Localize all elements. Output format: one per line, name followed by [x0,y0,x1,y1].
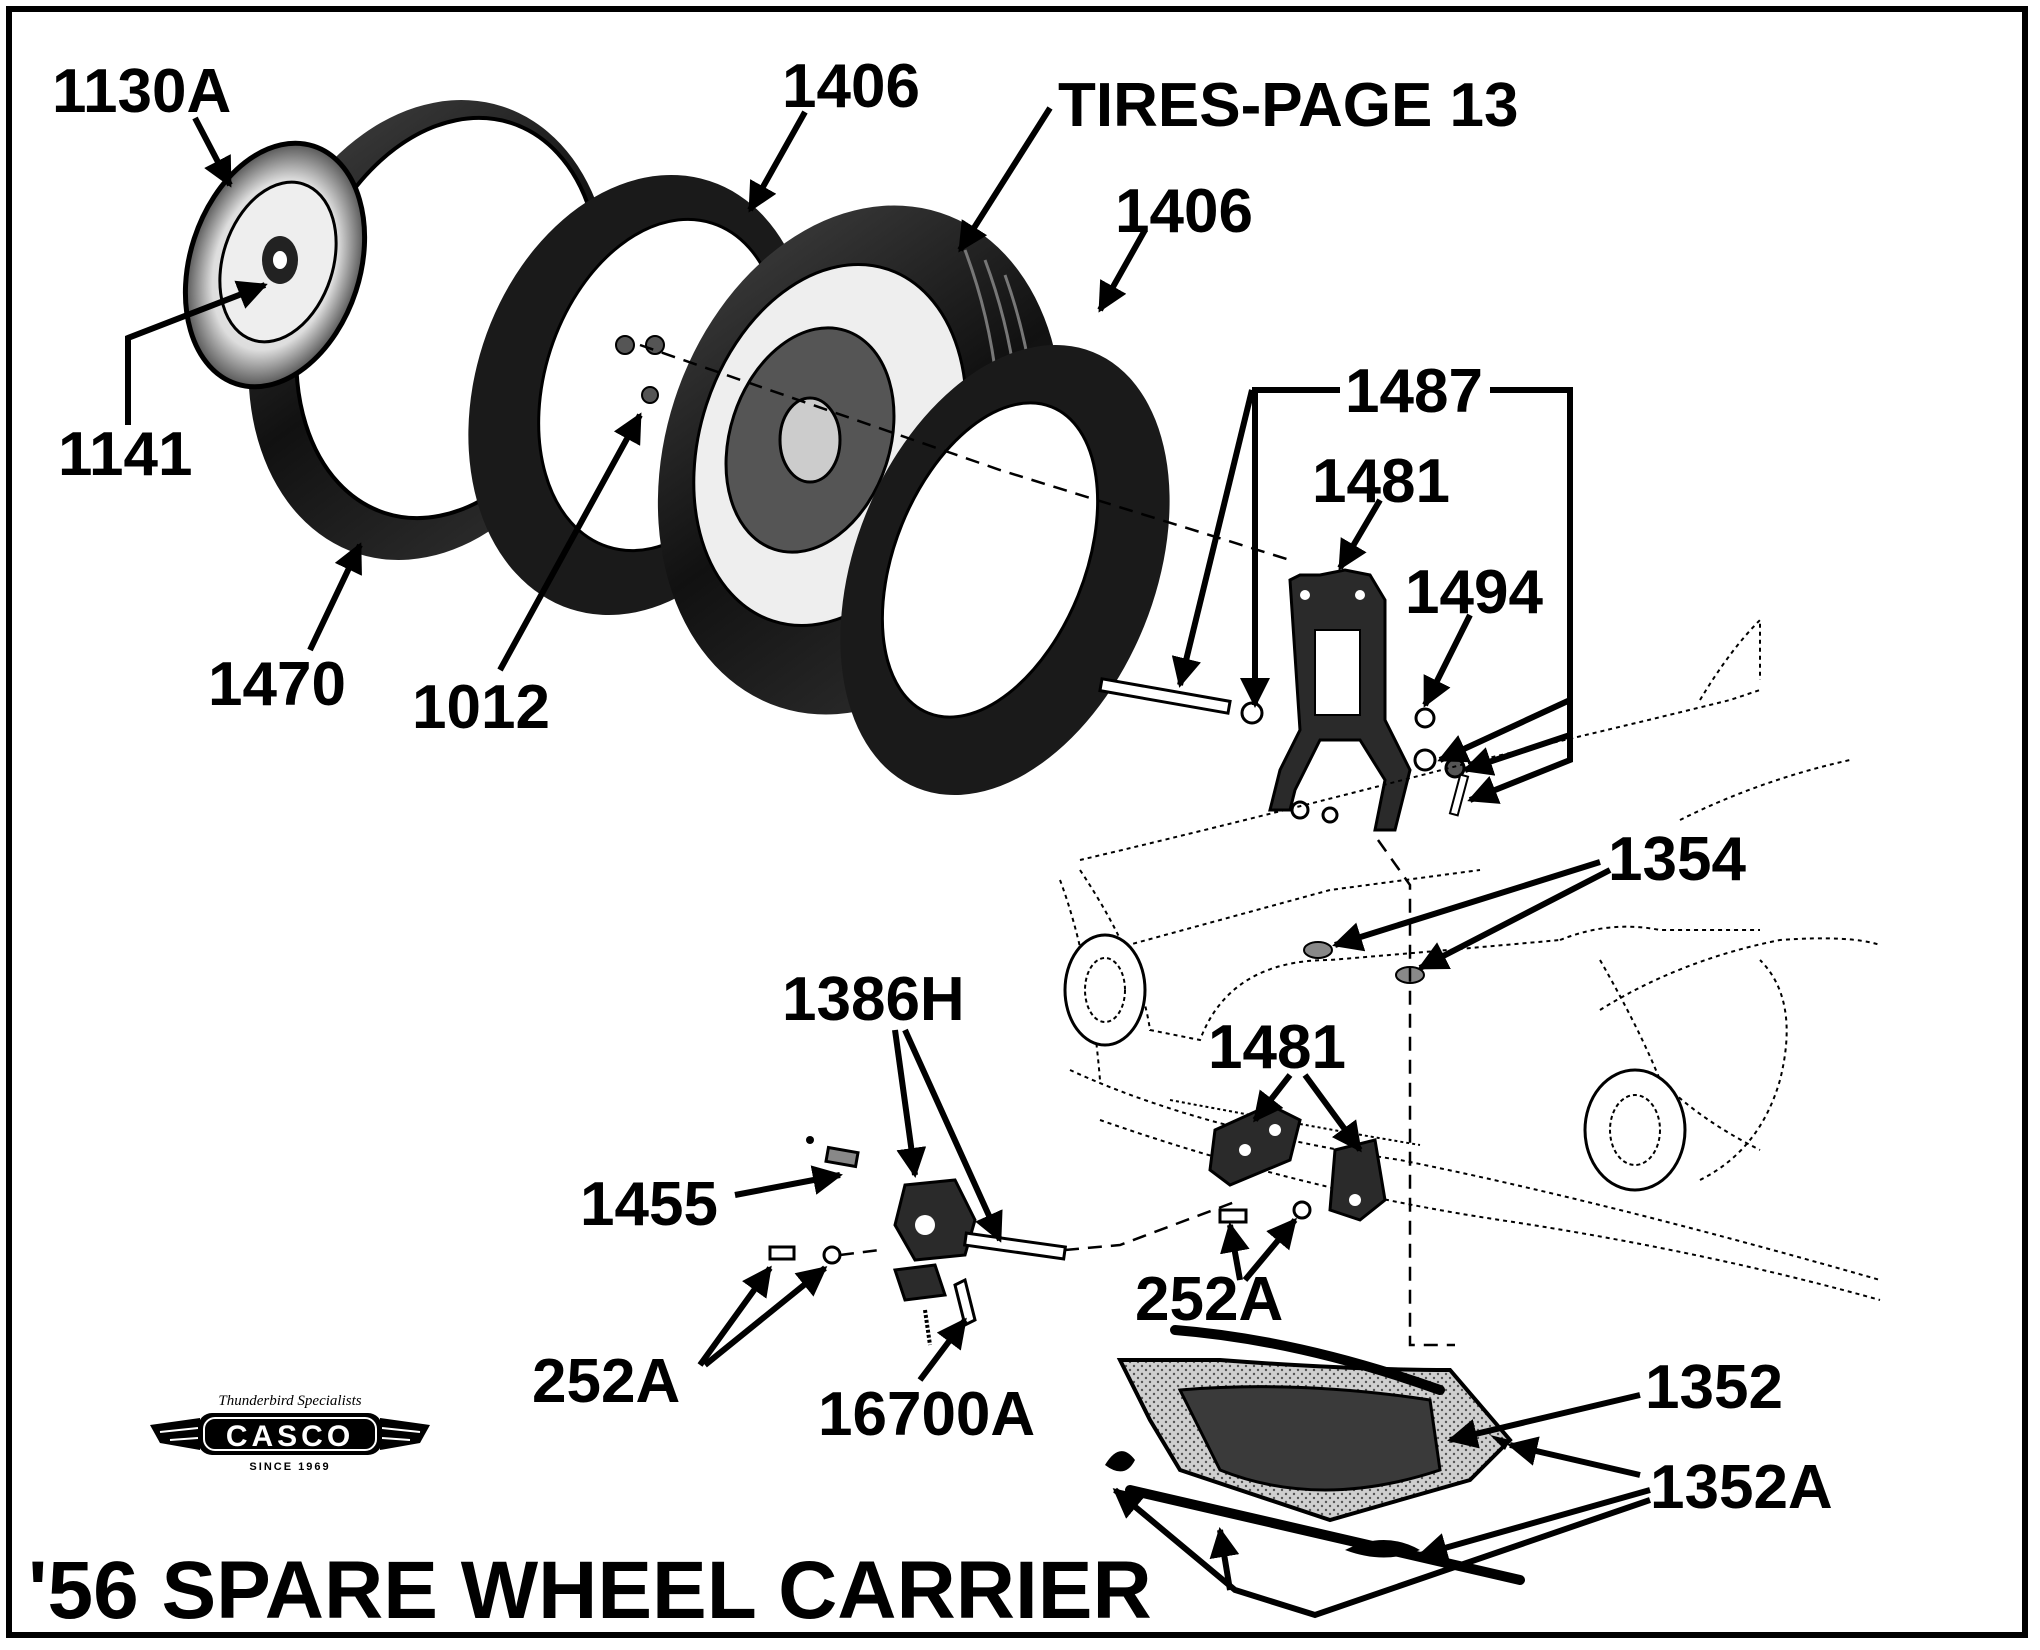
grommet-1354-a [1303,941,1333,959]
seal-1352A-c [1490,1435,1510,1450]
callout-1455: 1455 [580,1170,718,1239]
wheel-assembly [182,100,1170,796]
callout-1141: 1141 [58,420,193,489]
seal-1352A-b [1345,1540,1420,1558]
callout-252A-left: 252A [532,1347,680,1416]
wheel-disc-1406-rear [840,344,1170,796]
callout-1130A: 1130A [52,57,231,126]
latch-assembly-1386H [768,1136,1068,1346]
callout-1494: 1494 [1405,558,1543,627]
seal-1352A-a [1105,1451,1135,1472]
diagram-title: '56 SPARE WHEEL CARRIER [28,1545,1152,1636]
callout-1354: 1354 [1608,825,1746,894]
callout-1386H: 1386H [782,965,965,1034]
latch-to-bracket-line [1064,1198,1241,1252]
casco-logo: Thunderbird Specialists CASCO SINCE 1969 [150,1393,430,1473]
car-rear-body [1059,617,1881,1301]
assembly-centerline [639,343,1291,562]
callout-252A-right: 252A [1135,1265,1283,1334]
logo-name: CASCO [226,1420,354,1453]
taillight-left [1063,933,1147,1047]
callout-1481-lower: 1481 [1208,1013,1346,1082]
callout-1487: 1487 [1345,357,1483,426]
leader-lines [125,106,1651,1619]
taillight-right [1583,1068,1687,1192]
lower-bracket-1481 [1208,1103,1387,1224]
callout-1352A: 1352A [1650,1453,1833,1522]
callout-1406-front: 1406 [782,52,920,121]
callout-1352: 1352 [1645,1353,1783,1422]
callout-1406-rear: 1406 [1115,177,1253,246]
latch-centerline [839,1248,881,1257]
callout-1012: 1012 [412,673,550,742]
drop-centerline [1376,839,1455,1347]
callout-tires-page: TIRES-PAGE 13 [1058,71,1519,140]
logo-since: SINCE 1969 [249,1461,330,1473]
callout-16700A: 16700A [818,1380,1035,1449]
logo-script: Thunderbird Specialists [218,1393,361,1409]
callout-1481-upper: 1481 [1312,447,1450,516]
callout-1470: 1470 [208,650,346,719]
